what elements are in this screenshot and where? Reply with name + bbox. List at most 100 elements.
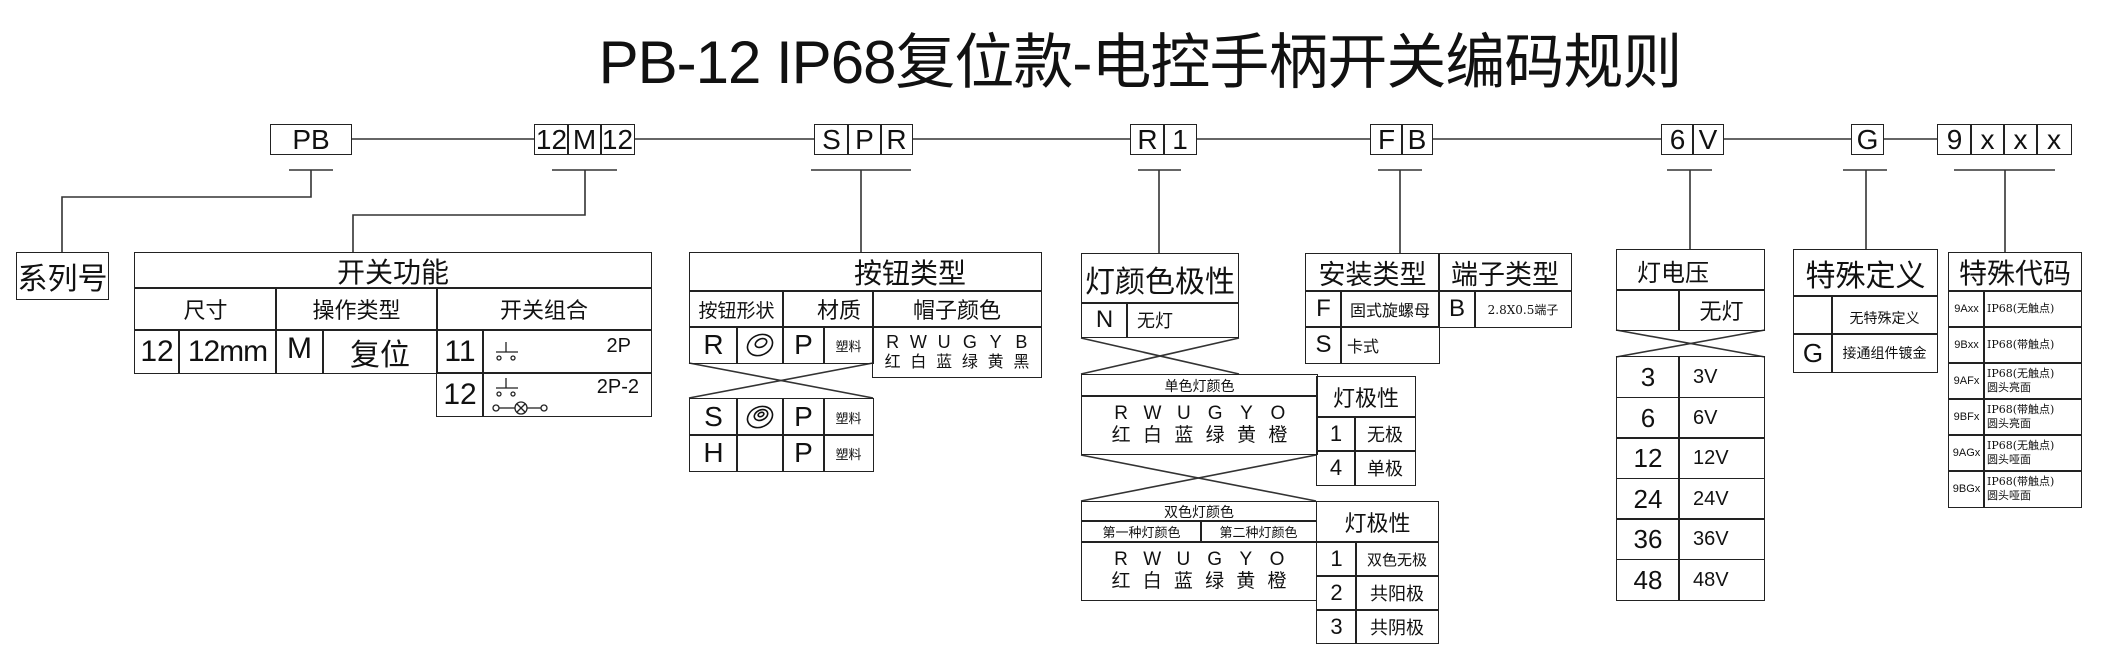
switch-2p-lamp-icon xyxy=(492,377,548,415)
install-code-s: S xyxy=(1305,326,1342,364)
mushroom-button-icon xyxy=(746,405,774,429)
material-h: 塑料 xyxy=(823,434,874,472)
special-code-line1: IP68(无触点) xyxy=(1987,439,2055,453)
special-code: 9BGx xyxy=(1948,470,1985,508)
size-code: 12 xyxy=(134,329,180,374)
dual-color-code: O xyxy=(1269,549,1285,571)
size-header: 尺寸 xyxy=(134,287,277,331)
dual-polarity-code-2: 2 xyxy=(1316,575,1357,611)
special-code-line2: 圆头亮面 xyxy=(1987,381,2031,394)
single-polarity-title: 灯极性 xyxy=(1316,376,1416,418)
material-header: 材质 xyxy=(782,290,874,328)
single-color-code: O xyxy=(1270,403,1286,425)
single-color-code: U xyxy=(1176,403,1191,425)
terminal-code: B xyxy=(1438,290,1476,328)
voltage-title: 灯电压 xyxy=(1616,249,1765,291)
code-box-function-op: M xyxy=(567,124,602,155)
cap-color-grid: R W U G Y B 红 白 蓝 绿 黄 黑 xyxy=(872,326,1042,378)
button-type-title: 按钮类型 xyxy=(689,252,1042,292)
combo-row-2: 2P-2 xyxy=(482,372,652,417)
special-code-line1: IP68(带触点) xyxy=(1987,475,2055,489)
voltage-code: 24 xyxy=(1616,478,1680,520)
shape-code-r: R xyxy=(689,326,738,364)
cap-color-header: 帽子颜色 xyxy=(872,290,1042,328)
cap-color-code: B xyxy=(1015,332,1028,353)
single-color-name: 黄 xyxy=(1236,424,1256,446)
single-color-name: 白 xyxy=(1142,424,1162,446)
voltage-code: 36 xyxy=(1616,518,1680,560)
single-color-values: R W U G Y O 红 白 蓝 绿 黄 橙 xyxy=(1106,403,1294,447)
special-code-desc: IP68(带触点)圆头亮面 xyxy=(1983,398,2082,436)
code-box-terminal: B xyxy=(1401,124,1433,155)
special-def-title: 特殊定义 xyxy=(1793,249,1938,297)
special-def-value-1: 无特殊定义 xyxy=(1831,295,1938,335)
code-box-series: PB xyxy=(270,124,352,155)
code-box-special-code-3: x xyxy=(2003,124,2038,155)
special-code-line2: 圆头亮面 xyxy=(1987,417,2031,430)
voltage-code: 6 xyxy=(1616,397,1680,439)
dual-polarity-code-3: 3 xyxy=(1316,609,1357,644)
install-value-f: 固式旋螺母 xyxy=(1340,290,1440,328)
single-color-grid: R W U G Y O 红 白 蓝 绿 黄 橙 xyxy=(1081,395,1318,455)
dual-color-name: 蓝 xyxy=(1173,570,1193,592)
special-code-line2: 圆头哑面 xyxy=(1987,453,2031,466)
dual-color-code: U xyxy=(1176,549,1191,571)
single-polarity-value-1: 无极 xyxy=(1354,416,1416,452)
code-box-special-code-4: x xyxy=(2036,124,2072,155)
code-box-button-color: R xyxy=(880,124,913,155)
cap-color-name: 黄 xyxy=(987,352,1004,372)
cap-color-name: 绿 xyxy=(961,352,978,372)
code-box-special-code-1: 9 xyxy=(1937,124,1972,155)
material-r: 塑料 xyxy=(823,326,874,364)
special-code-desc: IP68(带触点)圆头哑面 xyxy=(1983,470,2082,508)
material-code-s: P xyxy=(782,398,825,436)
special-def-code-2: G xyxy=(1793,333,1833,373)
dual-polarity-value-2: 共阳极 xyxy=(1355,575,1439,611)
voltage-value: 48V xyxy=(1678,559,1765,601)
cap-color-code: R xyxy=(886,332,900,353)
single-color-name: 红 xyxy=(1111,424,1131,446)
special-def-value-2: 接通组件镀金 xyxy=(1831,333,1938,373)
shape-icon-cell-r xyxy=(736,326,784,364)
light-title: 灯颜色极性 xyxy=(1081,253,1239,304)
dual-polarity-title: 灯极性 xyxy=(1316,501,1439,543)
shape-icon-cell-h xyxy=(736,434,784,472)
material-code-r: P xyxy=(782,326,825,364)
dual-polarity-code-1: 1 xyxy=(1316,541,1357,577)
code-box-special-def: G xyxy=(1851,124,1884,155)
dual-color-name: 白 xyxy=(1142,570,1162,592)
special-code-desc: IP68(无触点)圆头哑面 xyxy=(1983,434,2082,472)
dual-color-name: 红 xyxy=(1111,570,1131,592)
single-polarity-code-4: 4 xyxy=(1316,450,1356,486)
code-box-button-material: P xyxy=(847,124,882,155)
install-title: 安装类型 xyxy=(1305,253,1440,292)
terminal-value: 2.8X0.5端子 xyxy=(1474,290,1572,328)
cap-color-name: 白 xyxy=(910,352,927,372)
dual-color-values: R W U G Y O 红 白 蓝 绿 黄 橙 xyxy=(1105,549,1292,593)
single-polarity-code-1: 1 xyxy=(1316,416,1356,452)
single-color-title: 单色灯颜色 xyxy=(1081,374,1318,397)
material-code-h: P xyxy=(782,434,825,472)
special-code-line2: 圆头哑面 xyxy=(1987,489,2031,502)
dual-color-code: R xyxy=(1114,549,1128,571)
cap-color-code: Y xyxy=(989,332,1002,353)
dual-color-code: W xyxy=(1143,549,1162,571)
special-code-desc: IP68(无触点) xyxy=(1983,290,2082,328)
dual-polarity-value-3: 共阴极 xyxy=(1355,609,1439,644)
cap-color-code: U xyxy=(937,332,951,353)
single-color-name: 绿 xyxy=(1205,424,1225,446)
single-color-code: W xyxy=(1143,403,1162,425)
install-value-s: 卡式 xyxy=(1340,326,1440,364)
single-color-code: G xyxy=(1207,403,1223,425)
dual-color-title: 双色灯颜色 xyxy=(1081,501,1317,522)
round-button-icon xyxy=(746,333,774,357)
code-box-function-combo: 12 xyxy=(600,124,635,155)
dual-color-name: 绿 xyxy=(1205,570,1225,592)
shape-code-h: H xyxy=(689,434,738,472)
cap-color-name: 黑 xyxy=(1013,352,1030,372)
cap-color-codes: R W U G Y B 红 白 蓝 绿 黄 黑 xyxy=(880,332,1035,371)
single-polarity-value-4: 单极 xyxy=(1354,450,1416,486)
operation-code: M xyxy=(275,329,324,374)
special-code: 9BFx xyxy=(1948,398,1985,436)
dual-polarity-value-1: 双色无极 xyxy=(1355,541,1439,577)
